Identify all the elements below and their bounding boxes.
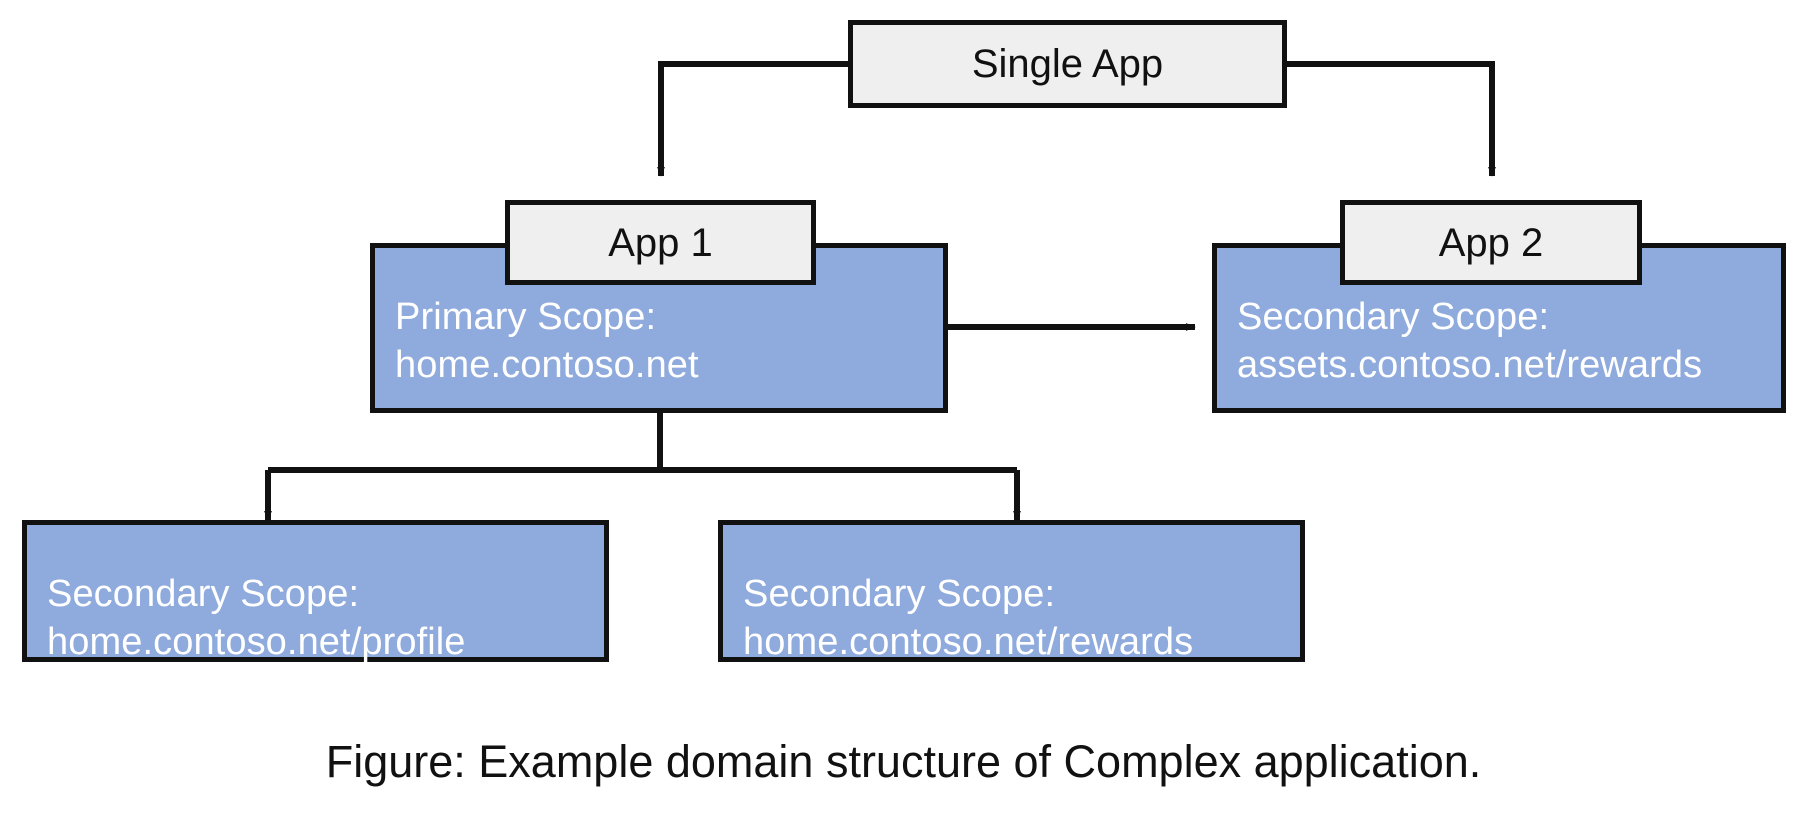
edge-single-app-to-app1 <box>657 61 848 177</box>
node-app1[interactable]: App 1 <box>505 200 816 285</box>
primary-scope-title: Primary Scope: <box>395 296 657 338</box>
app2-label: App 2 <box>1438 220 1544 265</box>
secondary-profile-title: Secondary Scope: <box>47 573 360 615</box>
node-secondary-scope-rewards[interactable]: Secondary Scope: home.contoso.net/reward… <box>718 520 1305 663</box>
node-single-app[interactable]: Single App <box>848 20 1287 108</box>
edge-single-app-to-app2 <box>1287 61 1496 177</box>
app1-label: App 1 <box>608 220 713 265</box>
edge-primary-scope-to-secondary-scopes <box>264 412 1021 521</box>
app2-scope-title: Secondary Scope: <box>1237 296 1550 338</box>
node-secondary-scope-profile[interactable]: Secondary Scope: home.contoso.net/profil… <box>22 520 609 663</box>
node-app2[interactable]: App 2 <box>1340 200 1642 285</box>
single-app-label: Single App <box>971 42 1164 86</box>
app2-scope-domain: assets.contoso.net/rewards <box>1237 343 1703 386</box>
primary-scope-domain: home.contoso.net <box>395 343 699 386</box>
secondary-rewards-title: Secondary Scope: <box>743 573 1056 615</box>
secondary-profile-domain: home.contoso.net/profile <box>47 620 466 663</box>
figure-caption: Figure: Example domain structure of Comp… <box>325 736 1482 787</box>
secondary-rewards-domain: home.contoso.net/rewards <box>743 620 1194 663</box>
